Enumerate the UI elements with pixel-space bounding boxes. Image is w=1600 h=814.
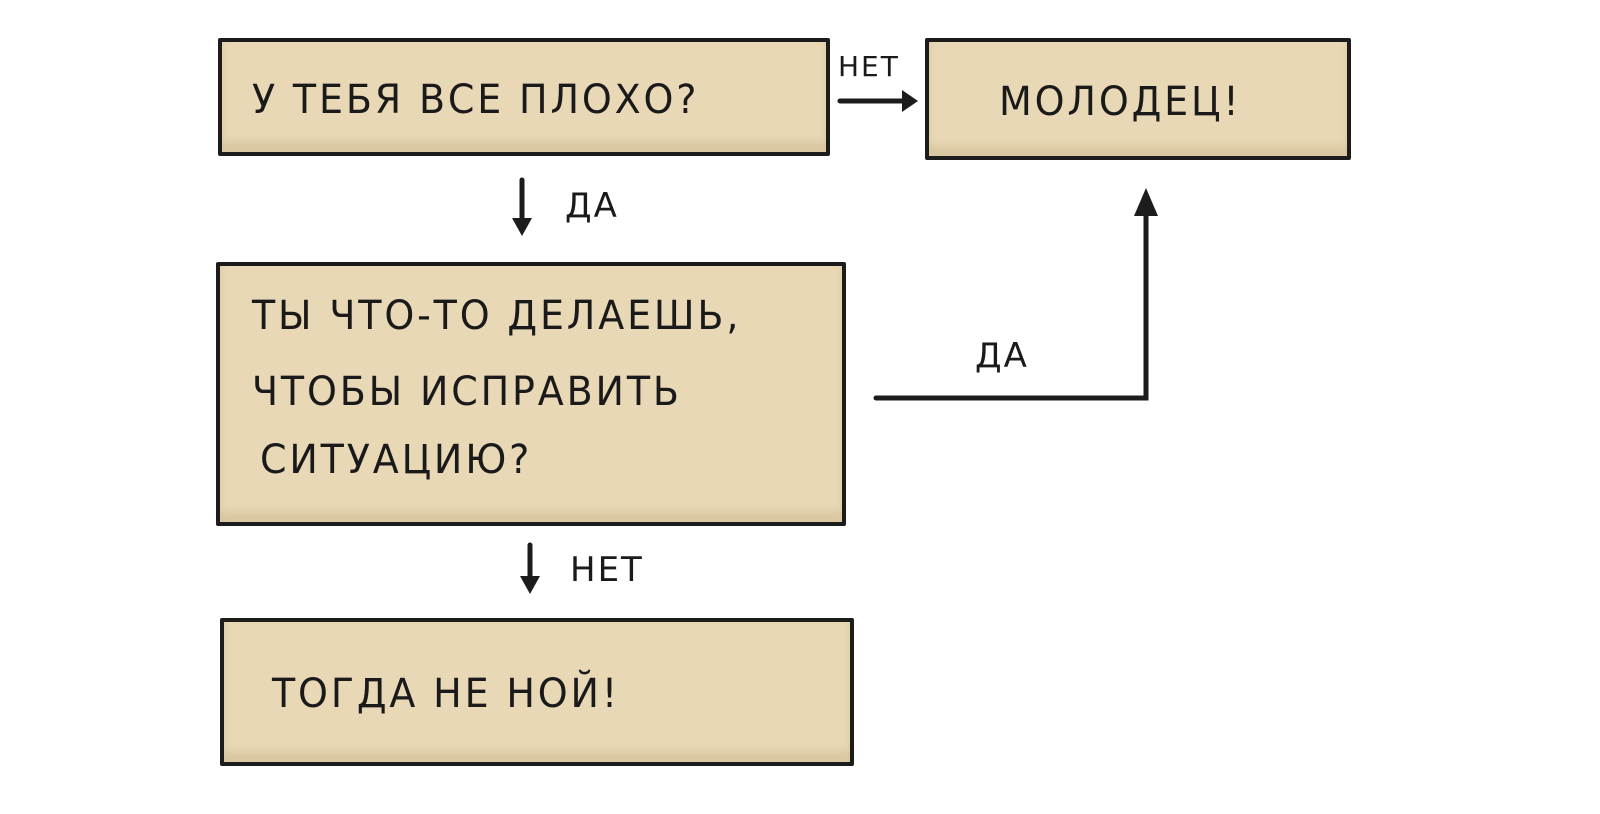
box-well-done: МОЛОДЕЦ! [925, 38, 1351, 160]
arrowhead-right [902, 90, 918, 112]
box-question-fixing: ТЫ ЧТО-ТО ДЕЛАЕШЬ, ЧТОБЫ ИСПРАВИТЬ СИТУА… [216, 262, 846, 526]
box-text: ТОГДА НЕ НОЙ! [272, 671, 620, 717]
box-text: МОЛОДЕЦ! [999, 79, 1242, 125]
arrowhead-up [1134, 188, 1158, 216]
arrow-q2-yes [873, 197, 1149, 401]
arrowhead-down [520, 576, 540, 594]
box-text: У ТЕБЯ ВСЕ ПЛОХО? [252, 77, 700, 123]
edge-label-q1-yes: ДА [565, 186, 619, 226]
arrowhead-down [512, 218, 532, 236]
box-text-line-1: ТЫ ЧТО-ТО ДЕЛАЕШЬ, [252, 293, 742, 339]
box-text-line-3: СИТУАЦИЮ? [260, 437, 533, 483]
edge-label-q2-yes: ДА [975, 336, 1029, 376]
box-text-line-2: ЧТОБЫ ИСПРАВИТЬ [252, 369, 682, 415]
edge-label-q2-no: НЕТ [570, 550, 644, 590]
box-dont-whine: ТОГДА НЕ НОЙ! [220, 618, 854, 766]
box-question-everything-bad: У ТЕБЯ ВСЕ ПЛОХО? [218, 38, 830, 156]
edge-label-q1-no: НЕТ [838, 50, 900, 83]
